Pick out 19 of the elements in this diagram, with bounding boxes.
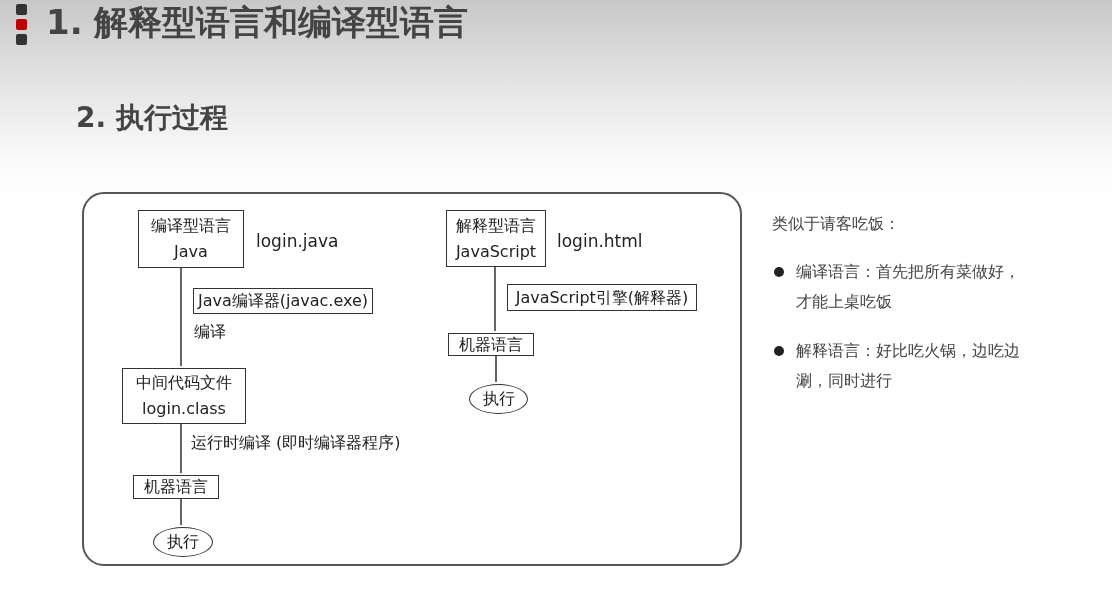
file-name: login.java: [256, 230, 339, 253]
title: 1. 解释型语言和编译型语言: [46, 1, 469, 44]
bullet-text: 编译语言：首先把所有菜做好，才能上桌吃饭: [796, 261, 1021, 313]
process-box: 机器语言: [448, 333, 534, 356]
process-ellipse: 执行: [469, 384, 528, 414]
process-box: Java编译器(javac.exe): [193, 288, 373, 314]
process-box: JavaScript引擎(解释器): [507, 284, 697, 311]
intro-text: 类似于请客吃饭：: [772, 214, 901, 235]
subtitle: 2. 执行过程: [76, 100, 229, 136]
file-name: 编译: [194, 321, 226, 343]
process-box: 解释型语言 JavaScript: [446, 210, 546, 267]
bullet-text: 解释语言：好比吃火锅，边吃边涮，同时进行: [796, 340, 1021, 392]
process-box: 中间代码文件 login.class: [122, 368, 246, 424]
outline-frame: [82, 192, 742, 566]
file-name: login.html: [557, 230, 643, 253]
process-box: 机器语言: [133, 475, 219, 499]
edge-note: 运行时编译 (即时编译器程序): [191, 433, 402, 454]
process-ellipse: 执行: [153, 527, 213, 557]
process-box: 编译型语言 Java: [138, 210, 244, 268]
